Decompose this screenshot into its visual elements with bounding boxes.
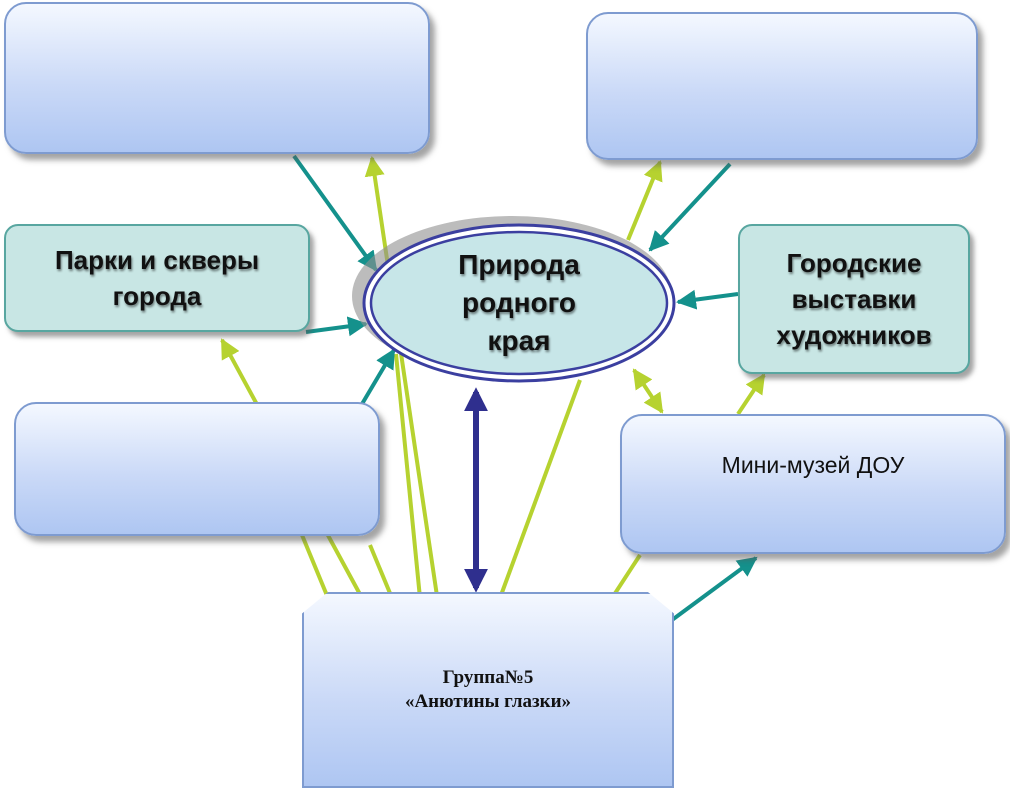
arrow-middle-left-to-center (360, 348, 396, 406)
arrow-top-left-to-center (292, 154, 378, 272)
node-exhibitions-label: Городские выставки художников (776, 248, 932, 350)
node-exhibitions: Городские выставки художников (738, 224, 970, 374)
arrow-group-to-museum (670, 556, 758, 622)
arrow-top-right-to-center (648, 162, 732, 252)
line-group-to-middle-left-a (300, 534, 330, 599)
arrow-group-to-top-left (364, 156, 439, 597)
node-top-right (586, 12, 978, 160)
line-group-to-center-left (394, 353, 422, 599)
arrow-exhibitions-to-center (676, 289, 739, 310)
node-top-left (4, 2, 430, 154)
arrow-parks-to-center (305, 316, 368, 337)
node-group: Группа№5 «Анютины глазки» (302, 592, 674, 788)
node-parks: Парки и скверы города (4, 224, 310, 332)
center-label: Природа родного края (458, 249, 580, 356)
arrow-center-museum-double (632, 368, 664, 414)
line-group-to-center-right (498, 379, 582, 599)
node-museum-label: Мини-музей ДОУ (721, 452, 905, 478)
arrow-museum-to-exhibitions (736, 373, 766, 416)
node-group-label: Группа№5 «Анютины глазки» (404, 667, 572, 712)
arrow-center-to-top-right (626, 160, 663, 241)
node-museum: Мини-музей ДОУ (620, 414, 1006, 554)
center-ellipse (369, 230, 669, 376)
node-parks-label: Парки и скверы города (54, 245, 260, 311)
line-group-to-middle-left-b (368, 544, 394, 599)
node-middle-left (14, 402, 380, 536)
line-group-to-museum (610, 553, 642, 600)
